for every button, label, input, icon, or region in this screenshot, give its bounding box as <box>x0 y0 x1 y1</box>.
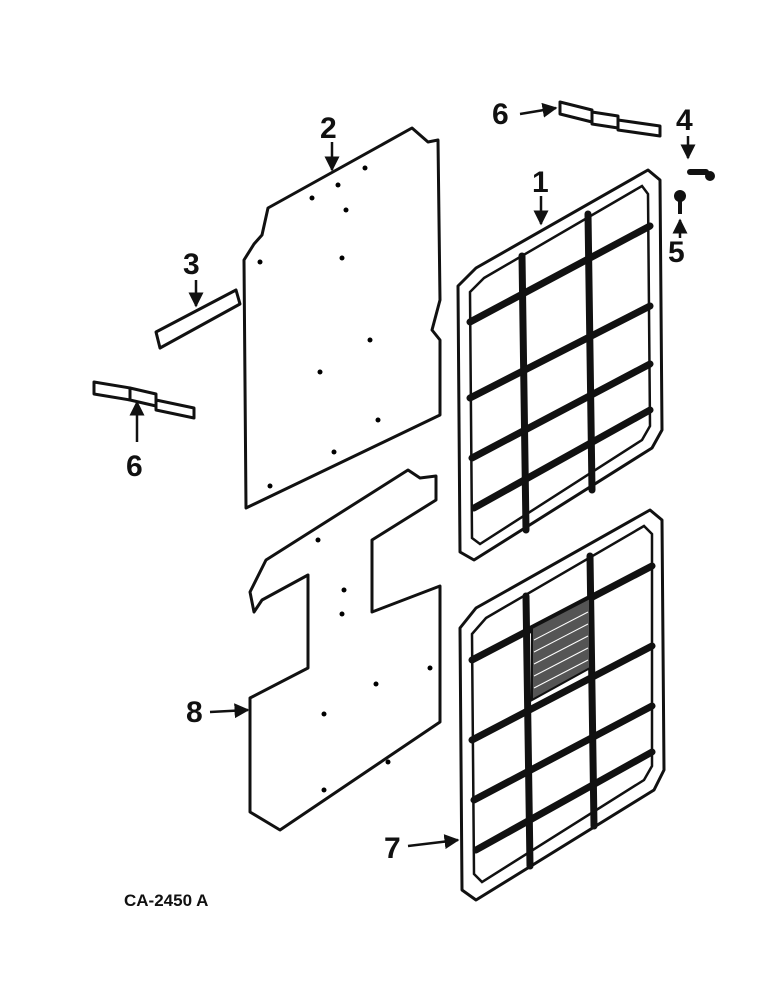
callout-6-right: 6 <box>492 98 509 131</box>
leader-7 <box>407 834 460 850</box>
leader-8 <box>209 703 250 719</box>
bolt-part <box>687 169 715 181</box>
callout-6-left: 6 <box>126 450 143 483</box>
upper-panel-part <box>242 126 442 510</box>
lower-panel-part <box>248 468 442 832</box>
lower-grille-part <box>458 508 666 902</box>
clip-part <box>154 288 242 350</box>
callout-1: 1 <box>532 166 549 199</box>
figure-code: CA-2450 A <box>124 891 208 910</box>
bracket-part-right <box>558 100 662 138</box>
callout-4: 4 <box>676 104 693 137</box>
upper-grille-part <box>456 168 664 562</box>
screw-part <box>674 190 686 214</box>
callout-7: 7 <box>384 832 401 865</box>
callout-8: 8 <box>186 696 203 729</box>
callout-3: 3 <box>183 248 200 281</box>
callout-5: 5 <box>668 236 685 269</box>
callout-2: 2 <box>320 112 337 145</box>
leader-6a <box>519 102 558 118</box>
mesh-screen <box>531 596 591 702</box>
bracket-part-left <box>92 380 196 420</box>
